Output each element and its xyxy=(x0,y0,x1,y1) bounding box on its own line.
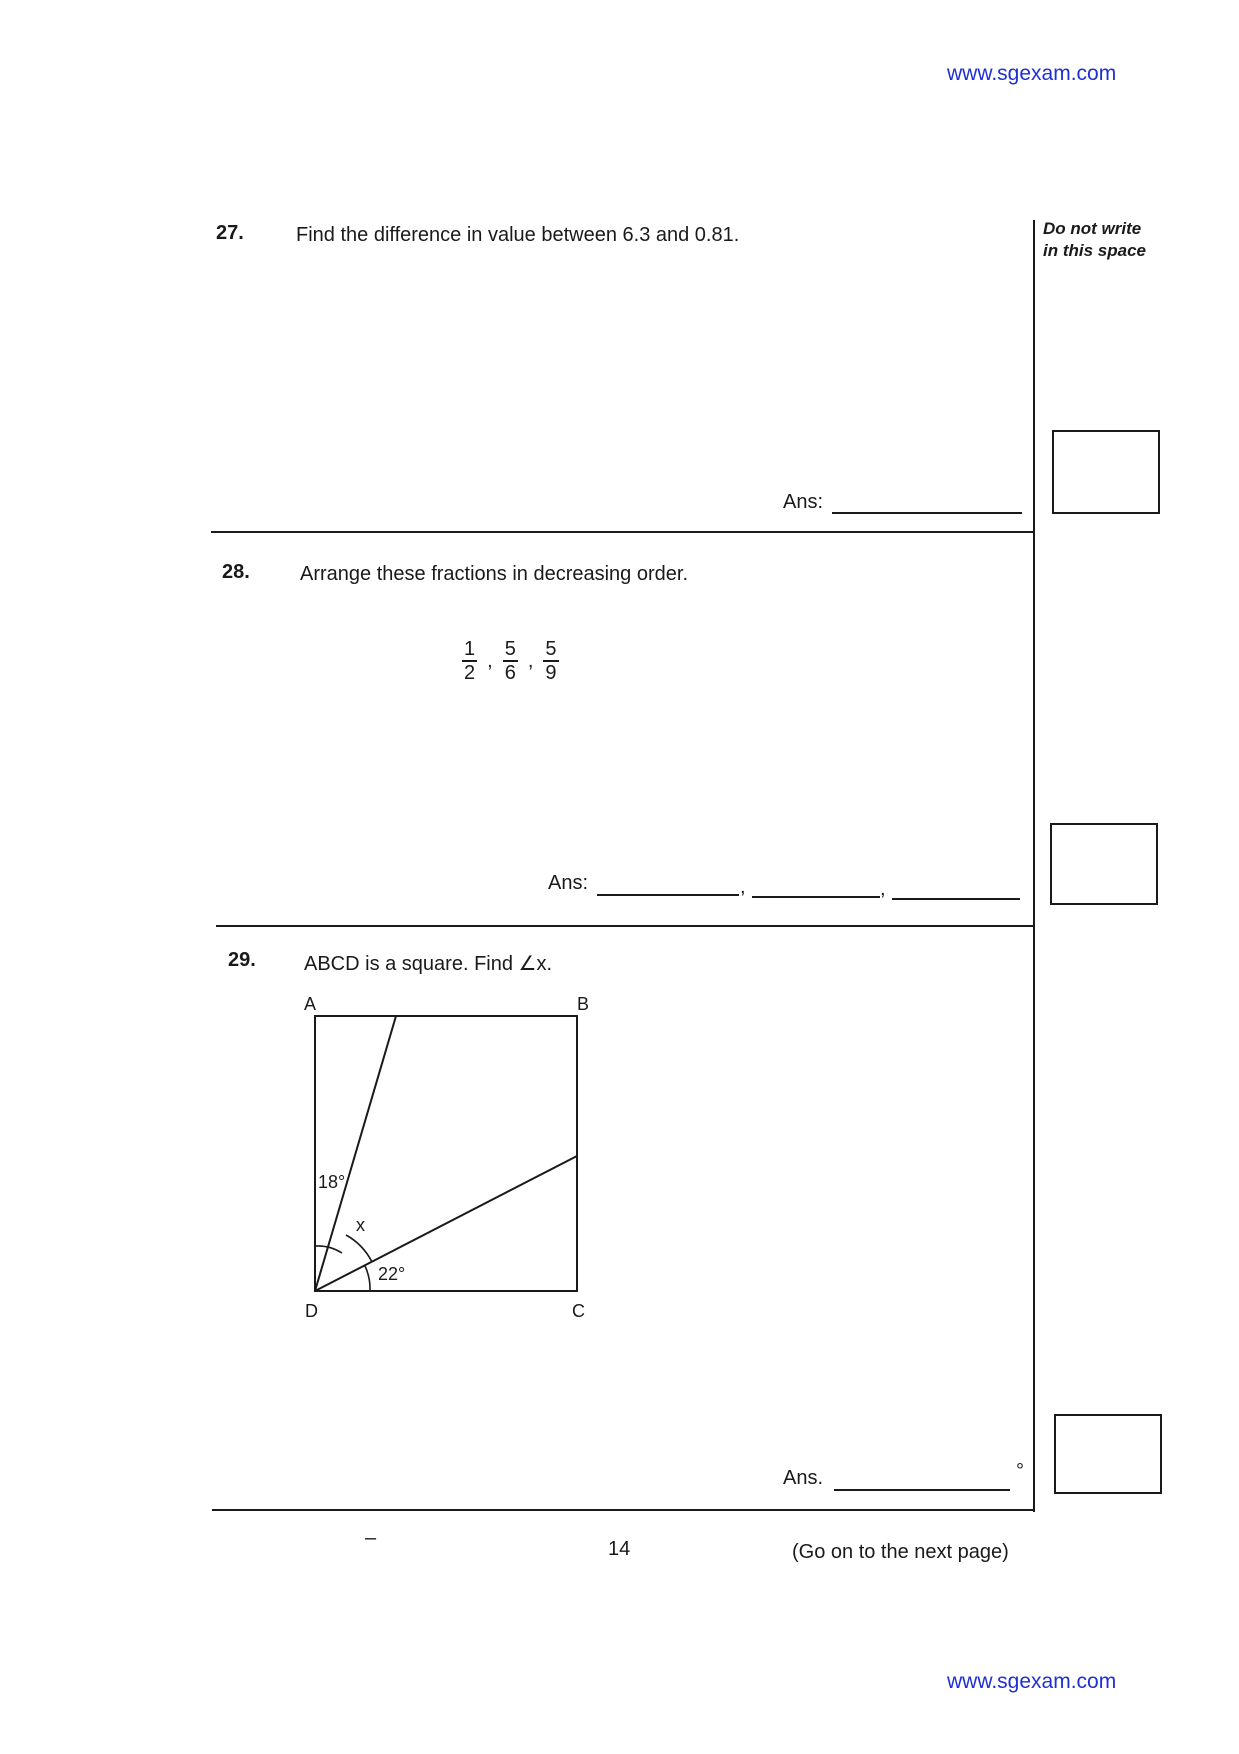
q29-text: ABCD is a square. Find ∠x. xyxy=(304,953,553,975)
footer-dash: – xyxy=(365,1527,377,1549)
q27-number: 27. xyxy=(216,222,244,244)
q27-answer-blank[interactable] xyxy=(832,512,1022,514)
margin-note-line2: in this space xyxy=(1043,241,1146,260)
square-abcd xyxy=(314,1015,578,1292)
margin-note: Do not write in this space xyxy=(1043,218,1146,262)
q28-mark-box xyxy=(1050,823,1158,905)
q29-mark-box xyxy=(1054,1414,1162,1494)
line-d-to-bc xyxy=(314,1155,578,1292)
q27-text: Find the difference in value between 6.3… xyxy=(296,224,740,246)
angle-18-label: 18° xyxy=(318,1172,345,1192)
q29-square-figure: A B C D 18° x 22° xyxy=(304,994,589,1321)
label-d: D xyxy=(305,1301,318,1321)
q29-degree-unit: ° xyxy=(1016,1460,1024,1482)
q28-number: 28. xyxy=(222,561,250,583)
q28-ans-sep-1: , xyxy=(740,876,746,898)
q29-divider xyxy=(212,1509,1035,1511)
q27-divider xyxy=(211,531,1033,533)
label-a: A xyxy=(304,994,316,1014)
site-url-top[interactable]: www.sgexam.com xyxy=(947,62,1117,85)
go-next-page: (Go on to the next page) xyxy=(792,1541,1009,1563)
q28-ans-sep-2: , xyxy=(880,878,886,900)
arc-x xyxy=(345,1234,373,1263)
label-c: C xyxy=(572,1301,585,1321)
margin-note-line1: Do not write xyxy=(1043,219,1142,238)
q28-text: Arrange these fractions in decreasing or… xyxy=(300,563,688,585)
q29-answer-blank[interactable] xyxy=(834,1489,1010,1491)
margin-divider xyxy=(1033,220,1035,1512)
q29-number: 29. xyxy=(228,949,256,971)
arc-18 xyxy=(314,1245,343,1254)
q29-ans-label: Ans. xyxy=(783,1467,824,1489)
line-d-to-ab xyxy=(314,1015,397,1292)
arc-22 xyxy=(364,1265,371,1292)
label-b: B xyxy=(577,994,589,1014)
q27-ans-label: Ans: xyxy=(783,491,824,513)
site-url-bottom[interactable]: www.sgexam.com xyxy=(947,1670,1117,1693)
q28-answer-blank-3[interactable] xyxy=(892,898,1020,900)
q28-divider xyxy=(216,925,1033,927)
page-number: 14 xyxy=(608,1538,631,1560)
q28-answer-blank-1[interactable] xyxy=(597,894,739,896)
angle-x-label: x xyxy=(356,1215,365,1235)
q28-ans-label: Ans: xyxy=(548,872,589,894)
q28-answer-blank-2[interactable] xyxy=(752,896,880,898)
q27-mark-box xyxy=(1052,430,1160,514)
angle-22-label: 22° xyxy=(378,1264,405,1284)
